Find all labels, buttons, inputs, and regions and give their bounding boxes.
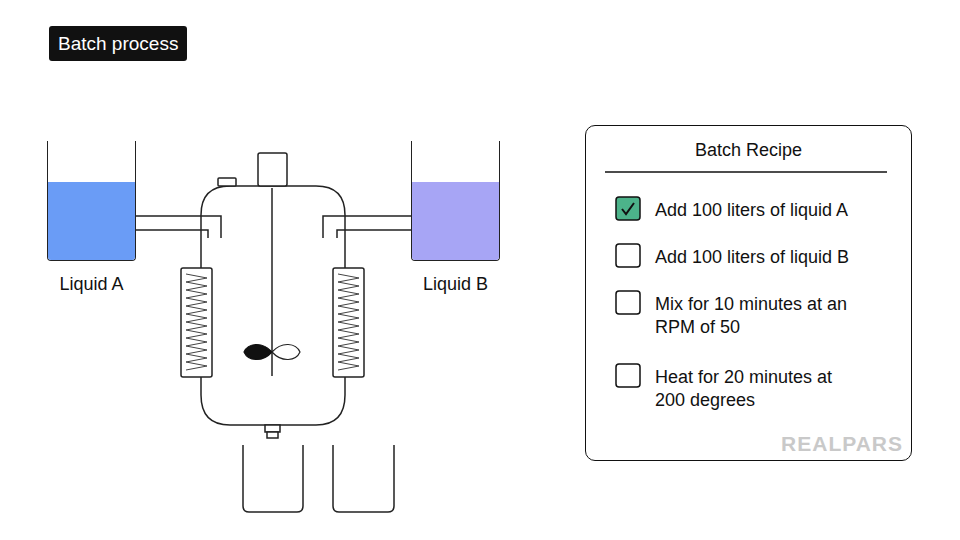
inlet-pipe [135,216,221,238]
checkbox [616,364,640,387]
panel-heading: Batch Recipe [586,140,911,161]
mixer-shaft [271,188,273,376]
tank-label: Liquid A [59,274,123,295]
recipe-step: Add 100 liters of liquid A [655,199,895,222]
checklist-graphics [585,125,912,461]
impeller-blade [272,344,300,359]
checkbox [616,197,640,220]
recipe-panel: Batch RecipeAdd 100 liters of liquid A Ad… [585,125,912,461]
watermark: REALPARS [779,432,905,456]
checkbox [616,291,640,314]
checkbox [616,244,640,267]
collection-beaker [333,445,394,512]
check-mark [622,203,634,214]
vessel-nozzle [218,178,236,186]
heating-jacket [181,268,212,377]
recipe-step: Mix for 10 minutes at an RPM of 50 [655,293,860,339]
collection-beaker [243,445,303,512]
impeller-blade [244,344,272,359]
recipe-step: Heat for 20 minutes at 200 degrees [655,366,860,412]
outlet-valve [267,432,278,438]
inlet-pipe [323,216,411,238]
heating-coil [186,274,207,370]
header-rule [605,171,887,173]
liquid-tank: Liquid B [411,141,500,261]
tank-label: Liquid B [423,274,488,295]
liquid-tank: Liquid A [47,141,136,261]
heating-coil [338,274,359,370]
liquid-fill [48,182,135,260]
recipe-step: Add 100 liters of liquid B [655,246,895,269]
title-badge: Batch process [49,26,187,61]
liquid-fill [412,182,499,260]
outlet-valve [265,425,280,432]
mixer-motor [258,153,287,186]
heating-jacket [333,268,364,377]
